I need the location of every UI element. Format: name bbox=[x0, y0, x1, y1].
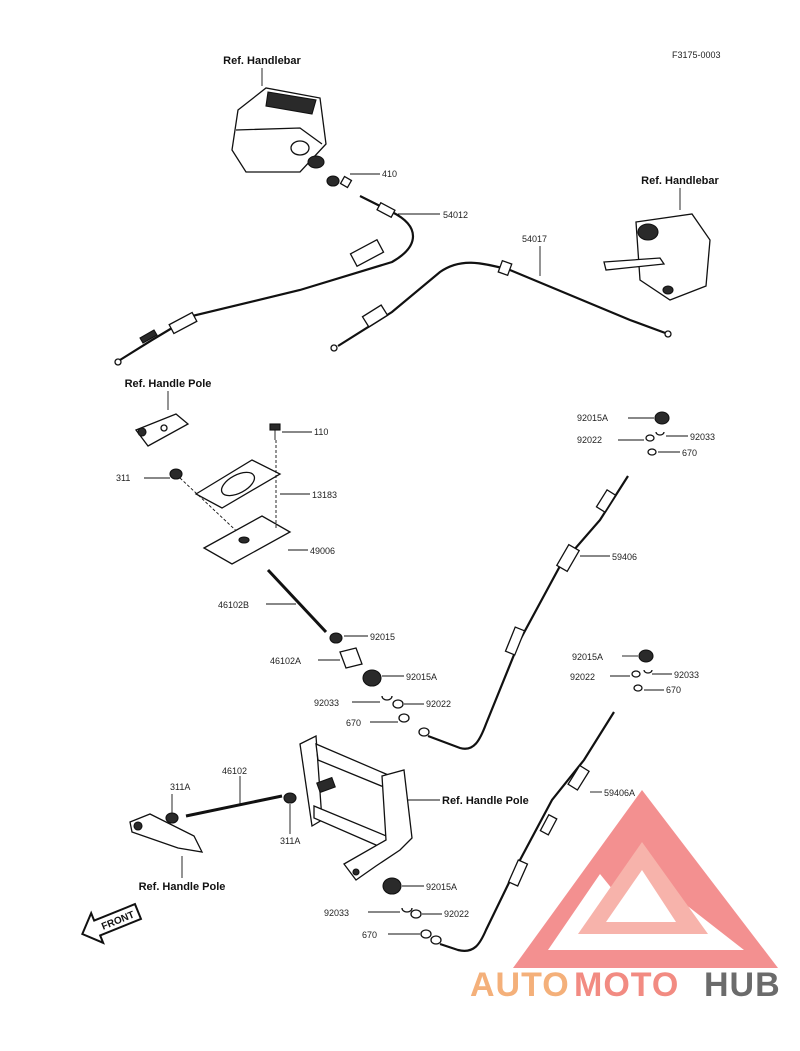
washer-92022-a bbox=[392, 699, 404, 709]
handlebar-housing-left bbox=[231, 87, 327, 173]
callout-54017: 54017 bbox=[522, 234, 547, 244]
washer-92022-d bbox=[410, 909, 422, 919]
callout-311: 311 bbox=[116, 473, 130, 483]
rod-46102 bbox=[185, 794, 283, 818]
callout-92015A-b: 92015A bbox=[577, 413, 608, 423]
callout-49006: 49006 bbox=[310, 546, 335, 556]
lever-bottom bbox=[129, 813, 204, 853]
callout-311A-b: 311A bbox=[280, 836, 300, 846]
nut-311A-b bbox=[283, 792, 297, 804]
nut-410 bbox=[326, 175, 340, 187]
clip-92033-c bbox=[643, 669, 653, 674]
clip-92033-d bbox=[401, 907, 413, 913]
rod-46102B bbox=[266, 568, 328, 634]
watermark-hub: HUB bbox=[704, 966, 781, 1004]
plate-49006 bbox=[202, 515, 292, 565]
nut-92015A-c bbox=[638, 649, 654, 663]
bolt-110 bbox=[269, 423, 281, 440]
figure-code: F3175-0003 bbox=[672, 50, 721, 60]
handlebar-housing-right bbox=[603, 213, 711, 301]
watermark-text: AUTO MOTO HUB bbox=[470, 966, 781, 1004]
watermark-moto: MOTO bbox=[574, 966, 679, 1004]
callout-92022-b: 92022 bbox=[577, 435, 602, 445]
handle-pole-frame bbox=[299, 734, 413, 881]
callout-92015: 92015 bbox=[370, 632, 395, 642]
callout-92033-a: 92033 bbox=[314, 698, 339, 708]
ref-handle-pole-bottom-label: Ref. Handle Pole bbox=[139, 881, 226, 893]
ring-670-d bbox=[420, 929, 432, 939]
cable-59406A bbox=[430, 711, 615, 952]
callout-92015A-c: 92015A bbox=[572, 652, 603, 662]
nut-92015 bbox=[329, 632, 343, 644]
callout-92022-d: 92022 bbox=[444, 909, 469, 919]
ref-handle-pole-mid-label: Ref. Handle Pole bbox=[442, 795, 529, 807]
clip-92033-a bbox=[381, 695, 393, 701]
callout-670-a: 670 bbox=[346, 718, 361, 728]
callout-92015A-a: 92015A bbox=[406, 672, 437, 682]
ring-670-c bbox=[633, 684, 643, 692]
clip-92033-b bbox=[655, 431, 665, 436]
callout-670-b: 670 bbox=[682, 448, 697, 458]
joint-46102A bbox=[339, 647, 363, 669]
callout-410: 410 bbox=[382, 169, 397, 179]
washer-92022-b bbox=[645, 434, 655, 442]
callout-54012: 54012 bbox=[443, 210, 468, 220]
callout-311A-a: 311A bbox=[170, 782, 190, 792]
callout-59406A: 59406A bbox=[604, 788, 635, 798]
nut-311 bbox=[169, 468, 183, 480]
bracket-lever-top bbox=[134, 413, 190, 447]
callout-92022-c: 92022 bbox=[570, 672, 595, 682]
callout-46102: 46102 bbox=[222, 766, 247, 776]
callout-13183: 13183 bbox=[312, 490, 337, 500]
gasket-13183 bbox=[194, 459, 282, 509]
callout-92015A-d: 92015A bbox=[426, 882, 457, 892]
callout-92022-a: 92022 bbox=[426, 699, 451, 709]
ring-670-b bbox=[647, 448, 657, 456]
ring-670-a bbox=[398, 713, 410, 723]
callout-46102B: 46102B bbox=[218, 600, 249, 610]
cable-54017 bbox=[330, 259, 672, 352]
nut-311A-a bbox=[165, 812, 179, 824]
callout-670-c: 670 bbox=[666, 685, 681, 695]
callout-110: 110 bbox=[314, 427, 328, 437]
callout-46102A: 46102A bbox=[270, 656, 301, 666]
callout-92033-c: 92033 bbox=[674, 670, 699, 680]
callout-59406: 59406 bbox=[612, 552, 637, 562]
front-arrow: FRONT bbox=[81, 902, 143, 945]
callout-92033-b: 92033 bbox=[690, 432, 715, 442]
cable-59406 bbox=[418, 475, 629, 750]
cable-54012 bbox=[114, 195, 415, 366]
nut-92015A-b bbox=[654, 411, 670, 425]
callout-670-d: 670 bbox=[362, 930, 377, 940]
watermark-logo bbox=[513, 790, 778, 968]
ref-handle-pole-top-label: Ref. Handle Pole bbox=[125, 378, 212, 390]
nut-92015A-a bbox=[362, 669, 382, 687]
nut-92015A-d bbox=[382, 877, 402, 895]
ref-handlebar-left-label: Ref. Handlebar bbox=[223, 55, 301, 67]
washer-92022-c bbox=[631, 670, 641, 678]
callout-92033-d: 92033 bbox=[324, 908, 349, 918]
ref-handlebar-right-label: Ref. Handlebar bbox=[641, 175, 719, 187]
watermark-auto: AUTO bbox=[470, 966, 570, 1004]
